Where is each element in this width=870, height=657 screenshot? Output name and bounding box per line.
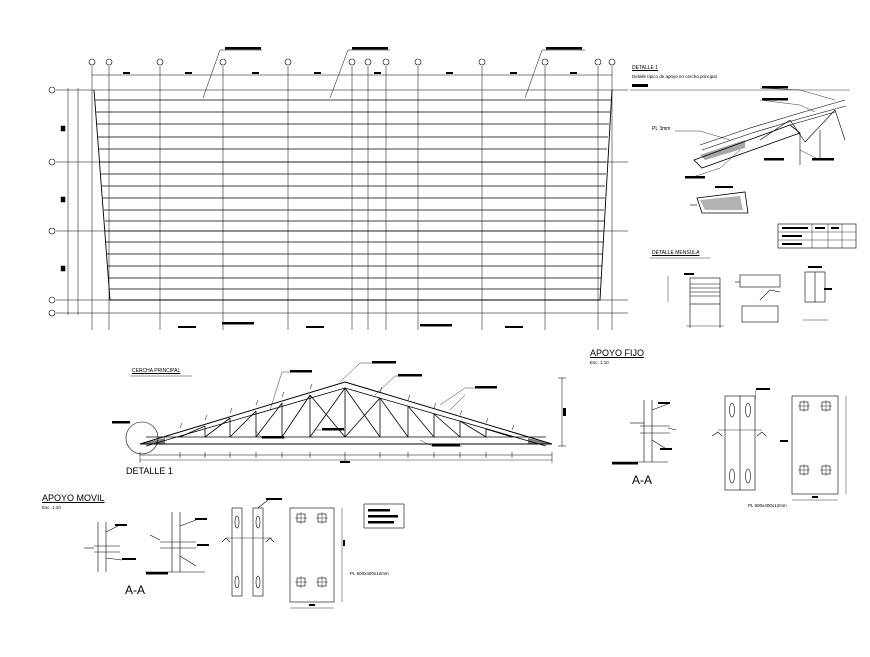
apoyo-movil-drawing <box>84 498 405 609</box>
apoyo-movil-section-label: A-A <box>125 583 146 597</box>
left-dimension <box>60 88 79 315</box>
apoyo-fijo-section-label: A-A <box>632 473 653 487</box>
detalle-mensula-drawing <box>650 257 832 328</box>
truss-webs <box>179 387 513 438</box>
grid-bubbles-left <box>48 86 56 317</box>
cercha-principal-drawing <box>112 361 566 463</box>
detalle-1-drawing <box>630 84 857 249</box>
roof-plan <box>48 47 628 330</box>
cercha-leaders <box>254 362 495 447</box>
grid-bubbles-top <box>88 58 616 66</box>
plan-leader-text <box>225 47 582 50</box>
cercha-leader-text <box>112 361 497 447</box>
apoyo-fijo-title: APOYO FIJO <box>590 348 645 358</box>
apoyo-movil-plate-label: PL 600x400x12mm <box>350 571 389 576</box>
purlins <box>95 99 611 290</box>
cercha-principal-title: CERCHA PRINCIPAL <box>132 368 181 374</box>
grid-lines-horizontal <box>56 89 628 314</box>
detalle-mensula-title: DETALLE MENSULA <box>652 250 700 256</box>
plan-leaders <box>202 49 585 99</box>
detalle1-reference: DETALLE 1 <box>126 466 173 476</box>
apoyo-movil-scale: Esc. 1:10 <box>42 505 61 510</box>
cercha-dim-ticks <box>139 452 553 463</box>
apoyo-movil-title: APOYO MOVIL <box>42 493 105 503</box>
apoyo-fijo-scale: Esc. 1:10 <box>590 360 609 365</box>
detalle1-title: DETALLE 1 <box>632 65 659 71</box>
apoyo-fijo-plate-label: PL 600x400x12mm <box>748 503 787 508</box>
chord-marks <box>179 383 515 431</box>
section-marks <box>178 322 523 328</box>
pl-3mm-label: PL 3mm <box>652 126 671 132</box>
top-dimension-marks <box>123 72 577 74</box>
apoyo-fijo-drawing <box>612 388 847 501</box>
detalle1-subtitle: Detalle típico de apoyo en cercha princi… <box>632 74 717 79</box>
